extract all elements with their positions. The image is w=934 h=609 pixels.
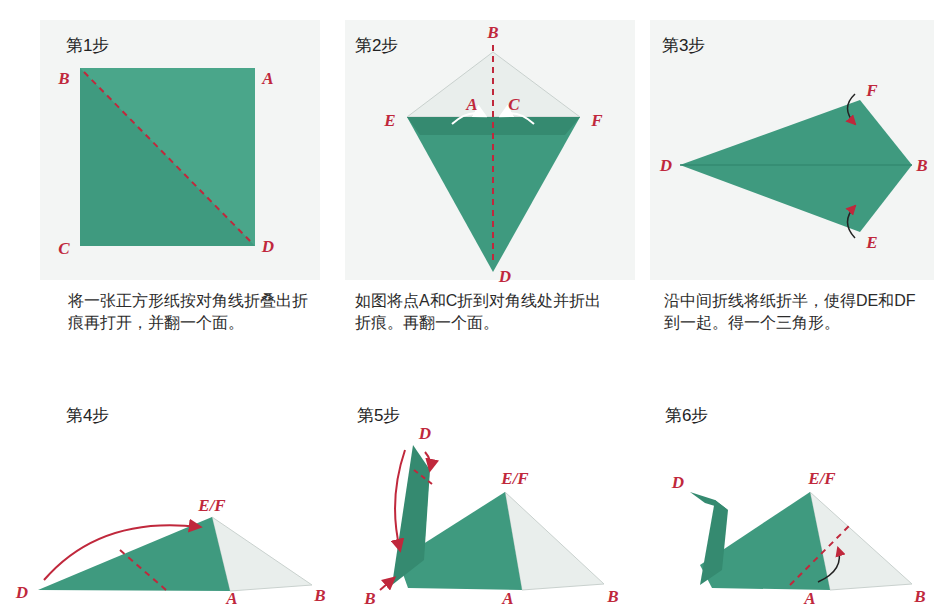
point-label: D [262,238,274,255]
fold-arrow [452,113,485,124]
point-label: E/F [808,470,835,487]
swan-neck [392,445,430,585]
swan-head [690,492,728,510]
point-label: E/F [198,497,225,514]
fold-arrow [44,525,200,580]
fold-line [790,525,850,585]
point-label: E [866,234,877,251]
point-label: E [384,112,395,129]
step-title: 第2步 [355,34,398,57]
paper-white [505,492,604,590]
step-caption: 如图将点A和C折到对角线处并折出折痕。再翻一个面。 [355,290,610,333]
step-caption: 沿中间折线将纸折半，使得DE和DF到一起。得一个三角形。 [664,290,926,333]
step-title: 第6步 [665,404,708,427]
point-label: B [487,24,498,41]
point-label: B [607,588,618,605]
point-label: B [364,589,375,606]
paper-kite [680,100,912,232]
point-label: B [58,70,69,87]
paper-half [80,68,255,246]
fold-arrow [848,206,856,238]
step-caption: 将一张正方形纸按对角线折叠出折痕再打开，并翻一个面。 [68,290,313,333]
step-title: 第3步 [662,34,705,57]
point-label: E/F [501,470,528,487]
center-crease [680,164,912,166]
point-label: B [914,588,925,605]
point-label: F [591,112,602,129]
point-label: D [16,584,28,601]
panel-ground [40,20,320,280]
fold-arrow [395,450,405,550]
point-label: D [660,157,672,174]
fold-arrow [425,452,430,470]
point-label: C [508,96,519,113]
point-label: A [466,96,477,113]
paper-triangle [38,517,230,591]
point-label: C [58,240,69,257]
fold-arrow [848,94,856,124]
point-label: A [262,70,273,87]
panel-ground [345,20,635,280]
paper-square [80,68,255,246]
point-label: D [499,268,511,285]
step-title: 第4步 [66,404,109,427]
swan-neck [700,500,728,585]
point-label: D [672,474,684,491]
fold-arrow [818,548,839,582]
fold-line [492,45,494,262]
fold-arrow [501,113,534,124]
point-label: A [502,589,513,606]
fold-line [84,72,251,242]
point-label: A [226,589,237,606]
point-label: A [804,589,815,606]
fold-line [120,550,166,590]
push-arrow [380,578,394,590]
fold-line [414,470,432,484]
point-label: B [314,587,325,604]
step-title: 第5步 [357,404,400,427]
step-title: 第1步 [66,34,109,57]
point-label: F [866,82,877,99]
point-label: B [916,157,927,174]
panel-ground [650,20,934,280]
point-label: D [419,425,431,442]
